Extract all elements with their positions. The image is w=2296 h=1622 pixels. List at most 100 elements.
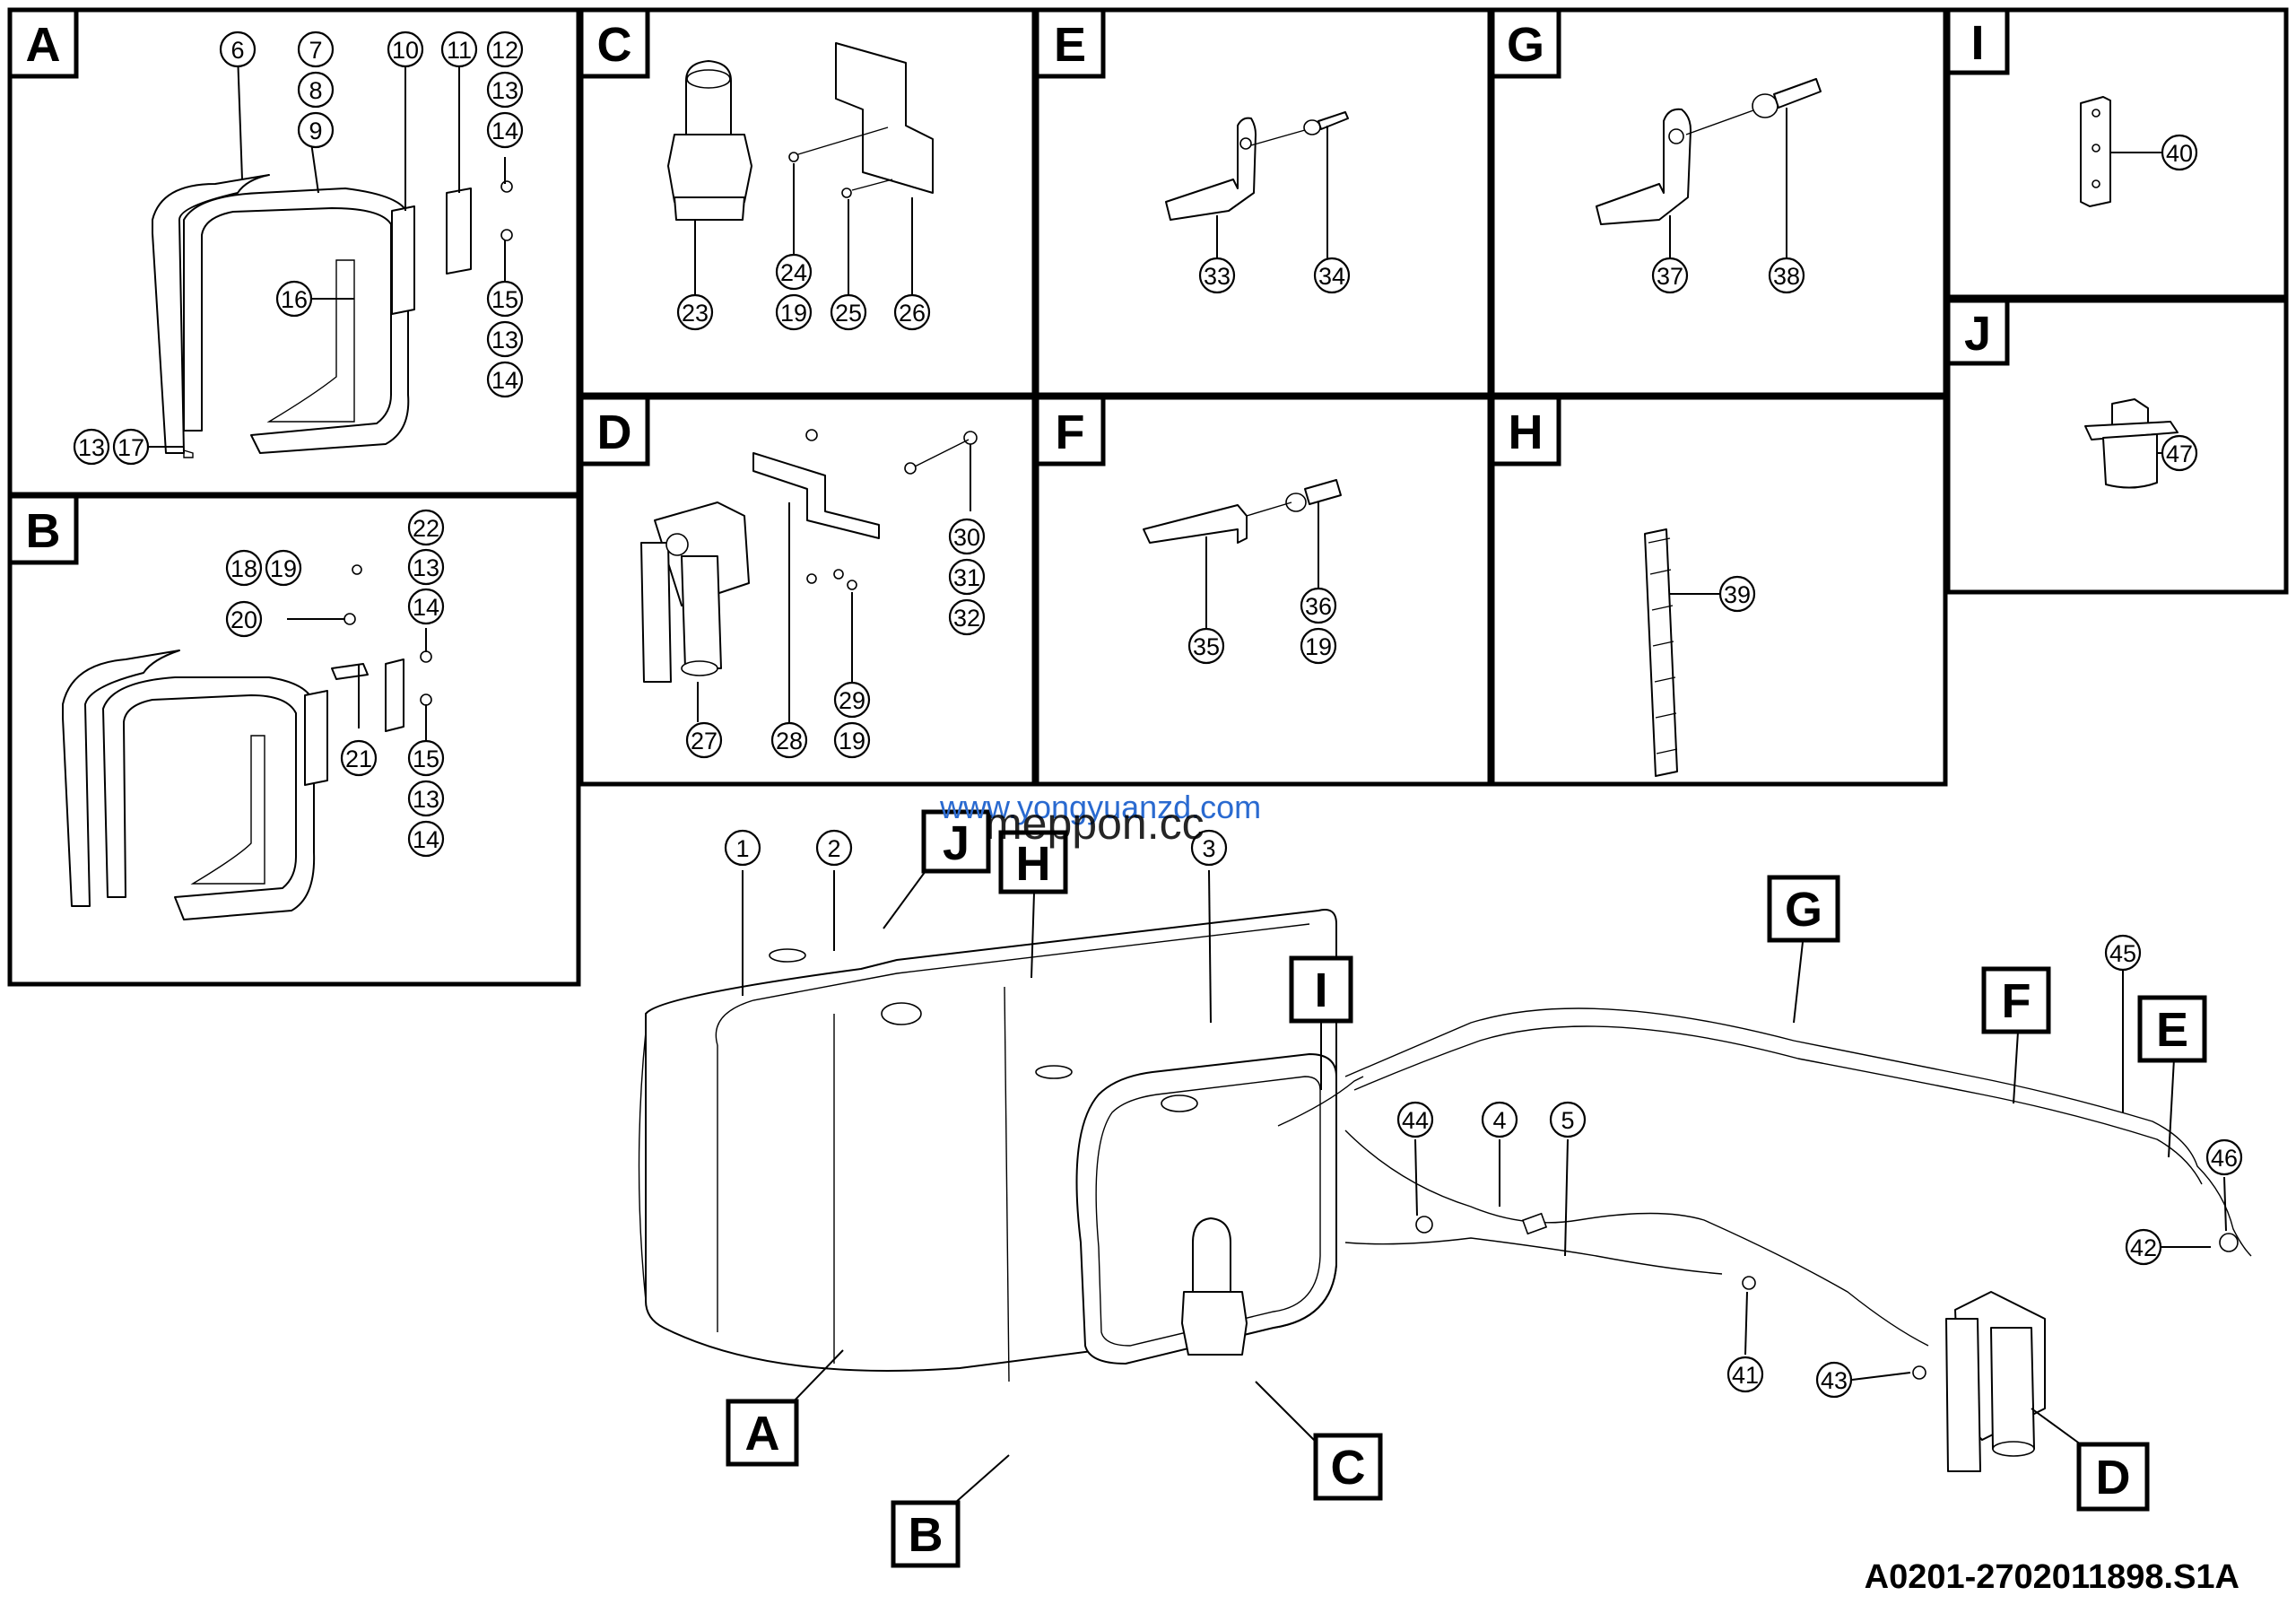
tab-e: E [1034,7,1106,79]
svg-text:39: 39 [1724,581,1751,608]
panel-f-axis [1246,501,1292,517]
panel-c-frame [578,7,1037,397]
svg-text:33: 33 [1204,263,1231,290]
panel-letter-b: B [26,504,61,558]
callout-d-19: 19 [833,721,871,759]
panel-c-filter-base [674,196,745,221]
callout-g-37: 37 [1651,257,1689,294]
panel-b-bolt-19 [352,564,362,575]
callout-f-36: 36 [1300,587,1337,624]
callout-i-40: 40 [2161,134,2198,171]
callout-main-44: 44 [1396,1101,1434,1138]
panel-e-axis [1250,129,1306,146]
panel-h-drawing [1644,528,1719,777]
callouts: 6 7 8 9 10 11 12 13 14 16 15 13 14 13 17… [73,31,2243,1399]
svg-text:22: 22 [413,515,439,542]
panel-a-end [183,449,194,458]
svg-text:47: 47 [2166,440,2193,467]
panel-letter-i: I [1970,16,1984,70]
panel-j-shank-47 [2102,433,2158,489]
panel-e-washer [1303,119,1321,135]
panel-b-strap-1 [62,650,180,907]
callout-f-19: 19 [1300,627,1337,665]
callout-a-10: 10 [387,31,424,68]
svg-text:8: 8 [309,77,322,104]
panel-f-frame [1034,395,1492,787]
svg-text:14: 14 [491,367,518,394]
panel-i-frame [1945,7,2289,300]
fuel-line-upper [1344,1007,2252,1257]
leader-main-5 [1564,1138,1569,1257]
callout-main-46: 46 [2205,1138,2243,1176]
callout-c-24: 24 [775,253,813,291]
panel-d-filter-2 [681,555,722,669]
panel-d-filter-1 [640,542,672,683]
panel-b-bolt-14 [420,650,432,663]
svg-text:H: H [1016,837,1051,891]
drawing-id: A0201-2702011898.S1A [1865,1558,2239,1596]
svg-text:31: 31 [953,564,980,591]
callout-a-13c: 13 [73,428,110,466]
svg-text:41: 41 [1732,1362,1759,1389]
svg-text:43: 43 [1821,1367,1848,1394]
svg-text:29: 29 [839,687,865,714]
view-flags: J H I G F E A B C D [726,809,2207,1568]
callout-a-6: 6 [219,31,257,68]
panel-a-cutout [266,259,355,423]
svg-text:6: 6 [230,37,244,64]
svg-text:37: 37 [1657,263,1683,290]
fuel-tank-top-edge [715,923,1310,1046]
callout-d-27: 27 [685,721,723,759]
panel-a-bolt-15 [500,229,513,241]
flag-arrow-b [954,1454,1010,1504]
panel-e-drawing [1165,111,1349,260]
panel-g-bolt-38 [1773,78,1822,109]
panel-a-drawing [148,53,513,458]
panel-i-drawing [2080,96,2161,207]
panel-g-drawing [1596,78,1822,260]
panel-c-filter-cap [686,69,731,89]
nut-44 [1415,1216,1433,1234]
flag-arrow-a [793,1349,844,1402]
panel-a-plate-11 [446,187,472,275]
flag-arrow-c [1255,1381,1319,1445]
fuel-tank-end [1075,1053,1337,1365]
callout-main-1: 1 [724,829,761,867]
view-flag-j: J [921,809,991,874]
panel-c-bolt-25 [841,187,852,198]
callout-a-16: 16 [275,280,313,318]
callout-main-4: 4 [1481,1101,1518,1138]
callout-c-19: 19 [775,293,813,331]
callout-main-3: 3 [1190,829,1228,867]
svg-text:D: D [2096,1451,2131,1504]
tab-d: D [578,395,650,467]
panel-c-filter-head [667,134,752,203]
cap-1 [881,1002,922,1025]
callout-e-33: 33 [1198,257,1236,294]
leader-main-46 [2223,1176,2227,1232]
panel-d-bolt-29c [847,580,857,590]
callout-a-8: 8 [297,71,335,109]
svg-text:11: 11 [447,37,472,64]
svg-text:F: F [2002,974,2031,1028]
callout-main-5: 5 [1549,1101,1587,1138]
panel-c-drawing [667,42,934,296]
panel-c-axis-2 [851,179,893,191]
svg-text:13: 13 [491,77,518,104]
panel-d-bolt-30 [963,431,978,445]
callout-d-30: 30 [948,518,986,555]
svg-text:13: 13 [78,434,105,461]
svg-text:5: 5 [1561,1107,1574,1134]
tab-b: B [7,493,79,565]
panel-e-hole [1239,137,1252,150]
svg-text:G: G [1785,883,1822,937]
panel-d-head [654,501,750,606]
svg-text:13: 13 [413,554,439,581]
panel-d-pump [665,533,689,556]
panel-d-drawing [640,429,978,722]
callout-b-13: 13 [407,548,445,586]
svg-text:19: 19 [1305,633,1332,660]
watermark-text: meppon.cc [985,798,1205,849]
panel-letter-d: D [597,406,632,459]
svg-text:25: 25 [835,300,862,327]
